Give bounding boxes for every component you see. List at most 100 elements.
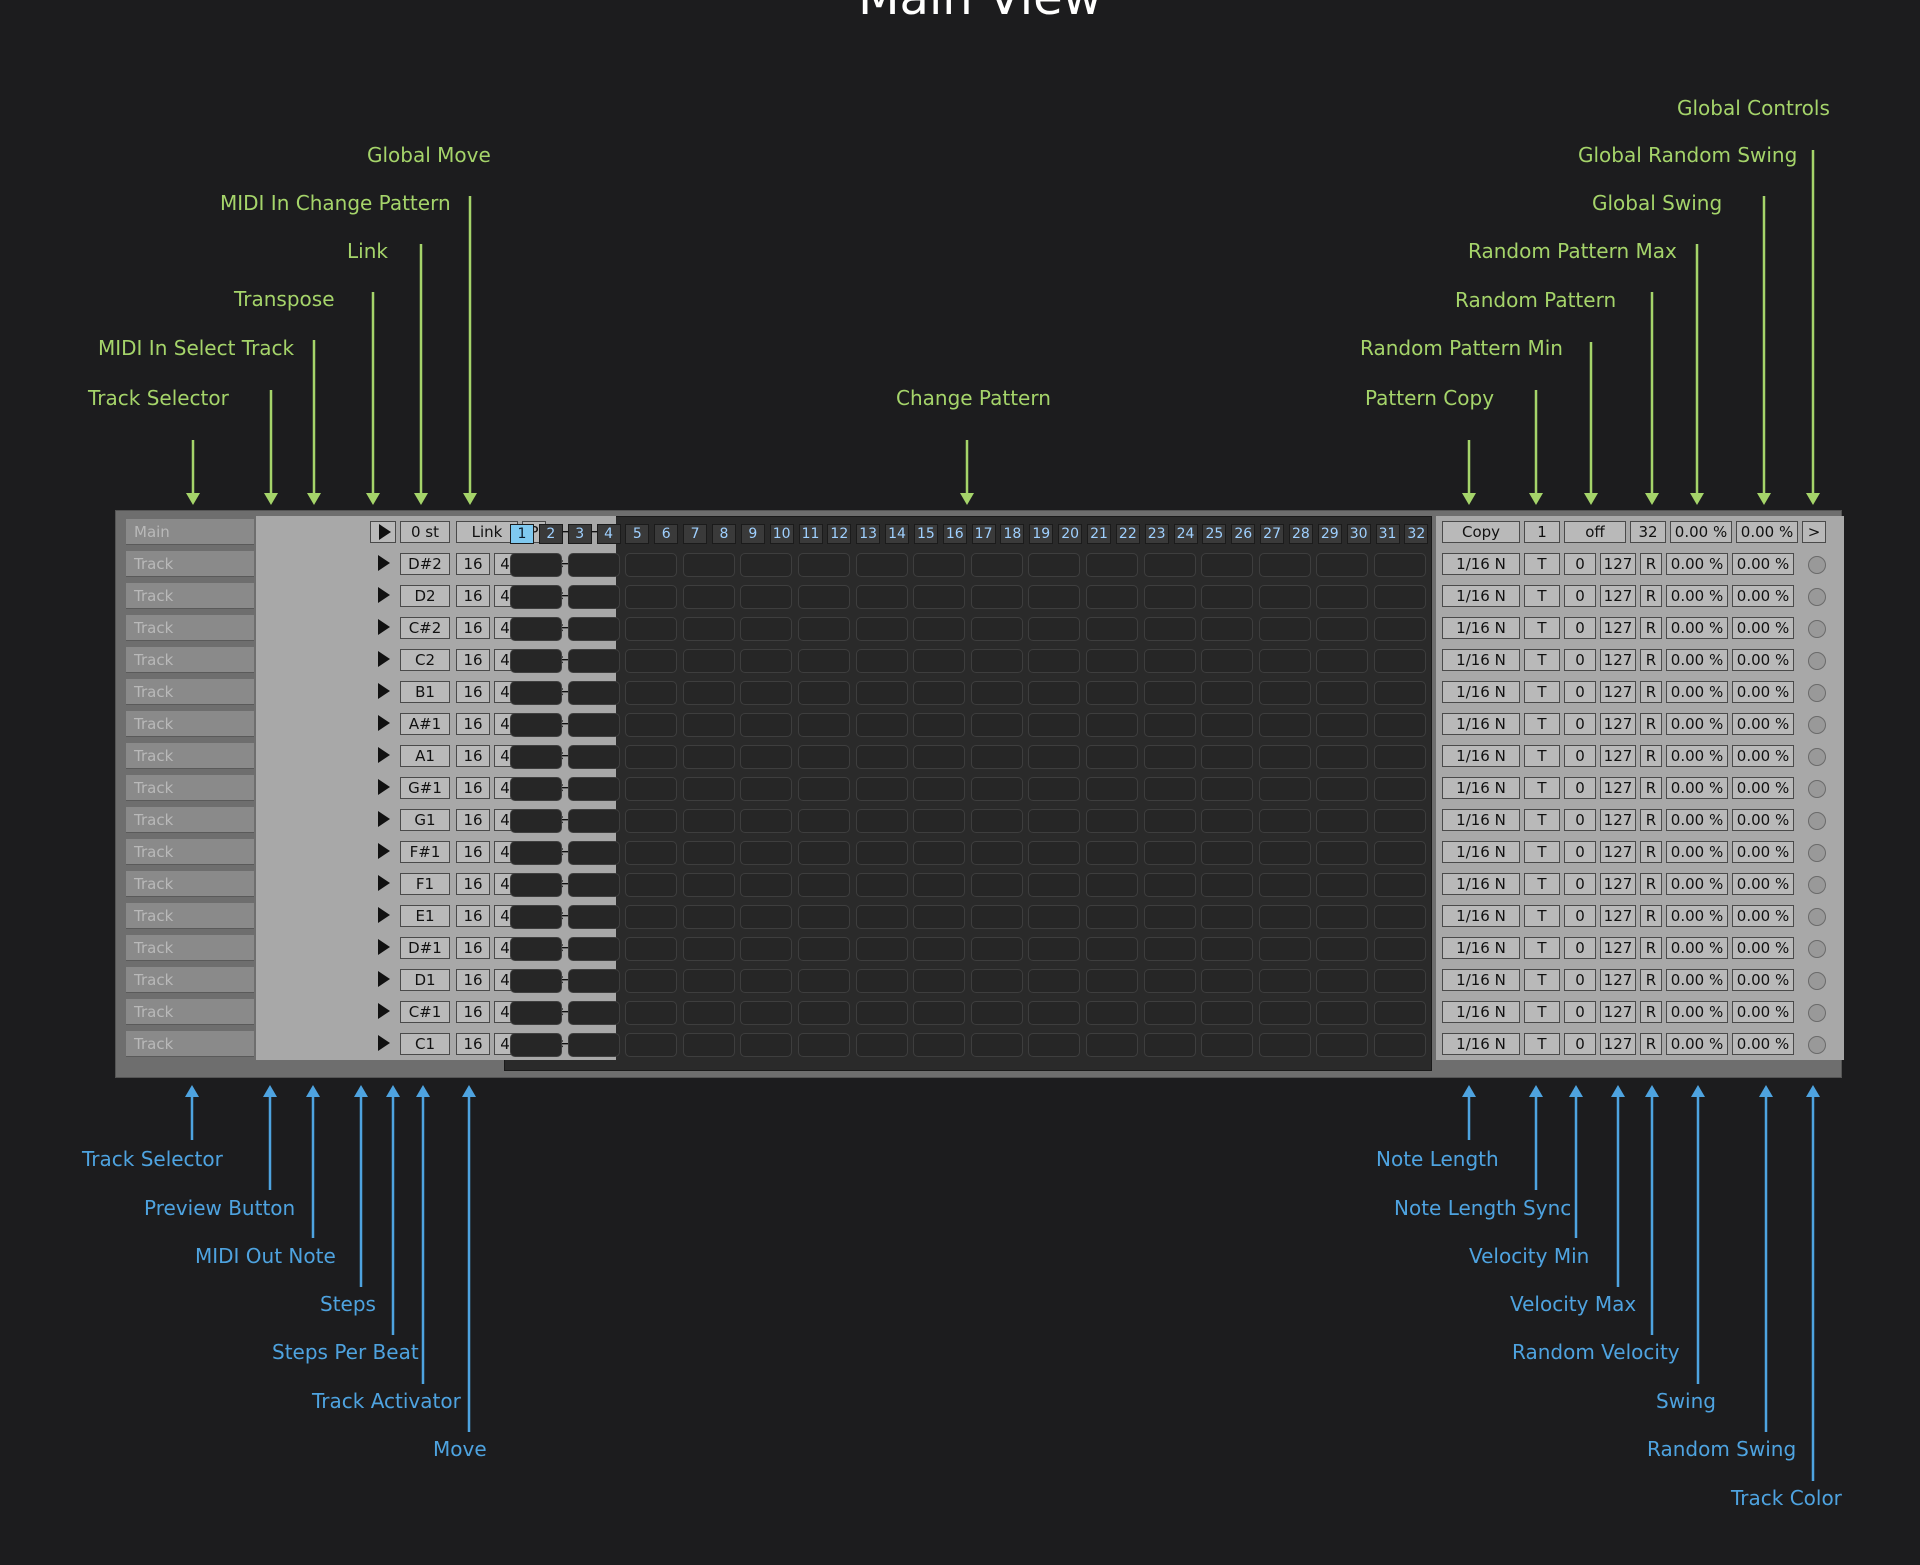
step-cell[interactable]: [1143, 617, 1196, 641]
step-cell[interactable]: [855, 681, 908, 705]
track-selector[interactable]: Track: [126, 903, 254, 929]
swing-field[interactable]: 0.00 %: [1666, 585, 1728, 607]
step-cell[interactable]: [682, 713, 735, 737]
step-cell[interactable]: [855, 873, 908, 897]
midi-out-note-field[interactable]: D1: [400, 969, 450, 991]
step-cell[interactable]: [682, 841, 735, 865]
pattern-button-24[interactable]: 24: [1173, 524, 1198, 544]
step-cell[interactable]: [567, 809, 620, 833]
note-length-field[interactable]: 1/16 N: [1442, 649, 1520, 671]
step-cell[interactable]: [1143, 713, 1196, 737]
step-cell[interactable]: [913, 649, 966, 673]
step-cell[interactable]: [1374, 617, 1426, 641]
note-length-sync-button[interactable]: T: [1524, 681, 1560, 703]
step-cell[interactable]: [798, 777, 850, 801]
step-cell[interactable]: [1258, 809, 1311, 833]
step-cell[interactable]: [682, 553, 735, 577]
step-cell[interactable]: [740, 841, 793, 865]
step-cell[interactable]: [1086, 681, 1138, 705]
midi-out-note-field[interactable]: D2: [400, 585, 450, 607]
track-selector[interactable]: Track: [126, 871, 254, 897]
note-length-field[interactable]: 1/16 N: [1442, 553, 1520, 575]
step-cell[interactable]: [970, 617, 1023, 641]
pattern-button-30[interactable]: 30: [1346, 524, 1371, 544]
velocity-min-field[interactable]: 0: [1564, 905, 1596, 927]
step-cell[interactable]: [1086, 905, 1138, 929]
track-selector[interactable]: Track: [126, 551, 254, 577]
step-cell[interactable]: [1086, 1001, 1138, 1025]
step-cell[interactable]: [625, 937, 678, 961]
step-cell[interactable]: [682, 745, 735, 769]
pattern-button-32[interactable]: 32: [1404, 524, 1429, 544]
step-cell[interactable]: [913, 1001, 966, 1025]
note-length-sync-button[interactable]: T: [1524, 713, 1560, 735]
track-color-button[interactable]: [1808, 620, 1826, 638]
random-velocity-button[interactable]: R: [1640, 905, 1662, 927]
step-cell[interactable]: [1143, 841, 1196, 865]
track-color-button[interactable]: [1808, 972, 1826, 990]
velocity-min-field[interactable]: 0: [1564, 873, 1596, 895]
step-cell[interactable]: [1374, 713, 1426, 737]
steps-field[interactable]: 16: [456, 1001, 490, 1023]
step-cell[interactable]: [798, 841, 850, 865]
track-color-button[interactable]: [1808, 588, 1826, 606]
pattern-button-10[interactable]: 10: [769, 524, 794, 544]
step-cell[interactable]: [1316, 873, 1369, 897]
preview-button[interactable]: [370, 937, 396, 959]
step-cell[interactable]: [625, 841, 678, 865]
step-cell[interactable]: [567, 745, 620, 769]
pattern-button-19[interactable]: 19: [1029, 524, 1054, 544]
random-velocity-button[interactable]: R: [1640, 713, 1662, 735]
step-cell[interactable]: [682, 937, 735, 961]
step-cell[interactable]: [1143, 905, 1196, 929]
random-pattern-min-field[interactable]: 1: [1524, 521, 1560, 543]
step-cell[interactable]: [970, 905, 1023, 929]
step-cell[interactable]: [1374, 553, 1426, 577]
pattern-button-18[interactable]: 18: [1000, 524, 1025, 544]
step-cell[interactable]: [682, 873, 735, 897]
track-selector[interactable]: Track: [126, 583, 254, 609]
velocity-min-field[interactable]: 0: [1564, 649, 1596, 671]
note-length-sync-button[interactable]: T: [1524, 745, 1560, 767]
step-cell[interactable]: [740, 713, 793, 737]
step-cell[interactable]: [913, 969, 966, 993]
pattern-button-28[interactable]: 28: [1288, 524, 1313, 544]
step-cell[interactable]: [855, 1001, 908, 1025]
step-cell[interactable]: [1316, 649, 1369, 673]
track-color-button[interactable]: [1808, 876, 1826, 894]
preview-button[interactable]: [370, 905, 396, 927]
step-cell[interactable]: [567, 713, 620, 737]
step-cell[interactable]: [625, 809, 678, 833]
midi-out-note-field[interactable]: C#1: [400, 1001, 450, 1023]
step-cell[interactable]: [1258, 777, 1311, 801]
velocity-max-field[interactable]: 127: [1600, 777, 1636, 799]
step-cell[interactable]: [1143, 809, 1196, 833]
preview-button[interactable]: [370, 1001, 396, 1023]
track-selector[interactable]: Track: [126, 775, 254, 801]
step-cell[interactable]: [625, 905, 678, 929]
step-cell[interactable]: [1201, 1033, 1254, 1057]
track-selector[interactable]: Track: [126, 807, 254, 833]
random-velocity-button[interactable]: R: [1640, 777, 1662, 799]
note-length-sync-button[interactable]: T: [1524, 649, 1560, 671]
step-cell[interactable]: [798, 553, 850, 577]
step-cell[interactable]: [567, 841, 620, 865]
random-swing-field[interactable]: 0.00 %: [1732, 681, 1794, 703]
step-cell[interactable]: [1258, 617, 1311, 641]
step-cell[interactable]: [740, 1033, 793, 1057]
step-cell[interactable]: [1086, 649, 1138, 673]
step-cell[interactable]: [970, 1033, 1023, 1057]
step-cell[interactable]: [1201, 937, 1254, 961]
step-cell[interactable]: [740, 745, 793, 769]
velocity-max-field[interactable]: 127: [1600, 841, 1636, 863]
transpose-field[interactable]: 0 st: [400, 521, 450, 543]
step-cell[interactable]: [1028, 969, 1081, 993]
pattern-button-11[interactable]: 11: [798, 524, 823, 544]
step-cell[interactable]: [510, 713, 562, 737]
pattern-button-27[interactable]: 27: [1260, 524, 1285, 544]
step-cell[interactable]: [1374, 649, 1426, 673]
note-length-field[interactable]: 1/16 N: [1442, 905, 1520, 927]
step-cell[interactable]: [1201, 841, 1254, 865]
midi-out-note-field[interactable]: A#1: [400, 713, 450, 735]
steps-field[interactable]: 16: [456, 1033, 490, 1055]
